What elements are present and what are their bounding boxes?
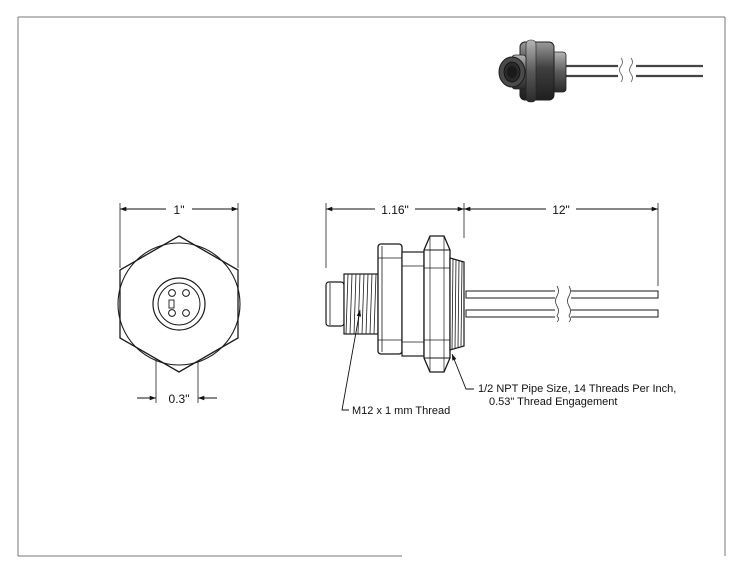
connector-body xyxy=(401,251,425,357)
npt-thread-body xyxy=(449,257,465,351)
connector-3d-render xyxy=(498,39,703,103)
wire-break-marks xyxy=(555,285,571,323)
pin-icon xyxy=(168,289,176,297)
npt-thread-lines xyxy=(451,258,463,350)
m12-thread-lines xyxy=(345,273,377,335)
m12-receptacle-face xyxy=(325,281,345,327)
hex-nut-outline xyxy=(119,235,239,373)
hex-nut-side xyxy=(423,235,451,373)
side-view: 1.16" 12" xyxy=(325,203,659,411)
m12-leader-line xyxy=(341,309,362,411)
hex-flange-circle xyxy=(117,242,241,366)
dim-body-length: 1.16" xyxy=(381,203,409,217)
dim-front-width: 1" xyxy=(174,203,185,217)
receptacle-outer-circle xyxy=(152,277,206,331)
dim-pin-spacing: 0.3" xyxy=(169,392,190,406)
pin-icon xyxy=(182,289,190,297)
receptacle-inner-circle xyxy=(157,282,201,326)
pin-icon xyxy=(168,309,176,317)
keyway-icon xyxy=(168,299,175,309)
dim-lead-length: 12" xyxy=(552,203,570,217)
pin-icon xyxy=(182,309,190,317)
npt-callout-line2: 0.53" Thread Engagement xyxy=(489,396,617,408)
m12-thread-body xyxy=(343,273,379,335)
npt-leader-line xyxy=(451,353,474,390)
m12-thread-callout: M12 x 1 mm Thread xyxy=(352,405,450,417)
front-view: 1" 0.3" xyxy=(117,203,241,406)
npt-callout-line1: 1/2 NPT Pipe Size, 14 Threads Per Inch, xyxy=(478,383,676,395)
sheet-border xyxy=(17,16,726,557)
